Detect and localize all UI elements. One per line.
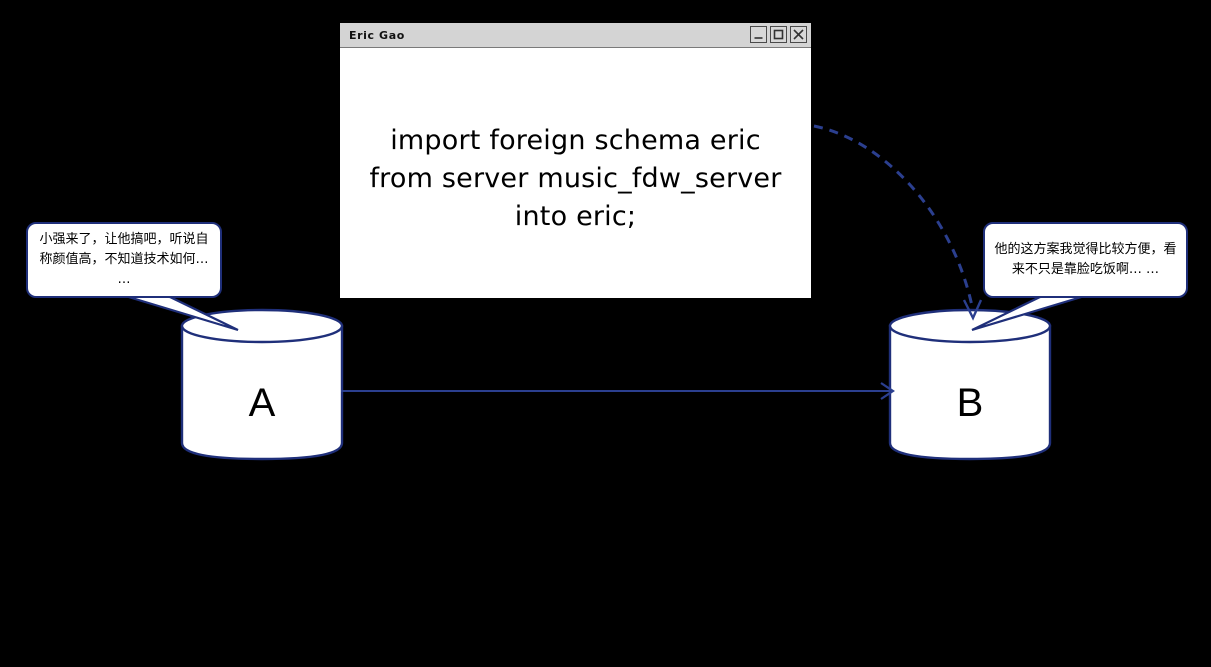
speech-bubble-right: 他的这方案我觉得比较方便，看来不只是靠脸吃饭啊… … <box>983 222 1188 298</box>
maximize-button[interactable] <box>770 26 787 43</box>
database-cylinder-b[interactable] <box>888 308 1052 461</box>
cylinder-a-body <box>180 324 344 461</box>
cylinder-a-top <box>180 308 344 344</box>
window-title: Eric Gao <box>349 28 405 42</box>
window-titlebar[interactable]: Eric Gao <box>340 23 811 48</box>
database-label-b: B <box>956 381 984 425</box>
close-icon <box>793 29 804 40</box>
maximize-icon <box>773 29 784 40</box>
database-label-a: A <box>248 381 276 425</box>
a-to-b-arrowhead <box>880 382 895 400</box>
speech-bubble-left-text: 小强来了，让他搞吧，听说自称颜值高，不知道技术如何… … <box>39 232 209 287</box>
window-controls <box>750 26 807 43</box>
window-to-b-arrow-line <box>813 124 974 307</box>
minimize-icon <box>754 37 763 39</box>
cylinder-b-body <box>888 324 1052 461</box>
speech-bubble-left: 小强来了，让他搞吧，听说自称颜值高，不知道技术如何… … <box>26 222 222 298</box>
application-window[interactable]: Eric Gao <box>339 22 812 299</box>
speech-bubble-right-text: 他的这方案我觉得比较方便，看来不只是靠脸吃饭啊… … <box>994 242 1177 277</box>
sql-statement-text: import foreign schema eric from server m… <box>369 125 782 232</box>
close-button[interactable] <box>790 26 807 43</box>
window-to-b-arrowhead <box>962 299 983 321</box>
minimize-button[interactable] <box>750 26 767 43</box>
database-cylinder-a[interactable] <box>180 308 344 461</box>
window-body: import foreign schema eric from server m… <box>340 48 811 298</box>
window-to-b-arrow <box>813 124 983 321</box>
a-to-b-arrow <box>341 382 895 400</box>
